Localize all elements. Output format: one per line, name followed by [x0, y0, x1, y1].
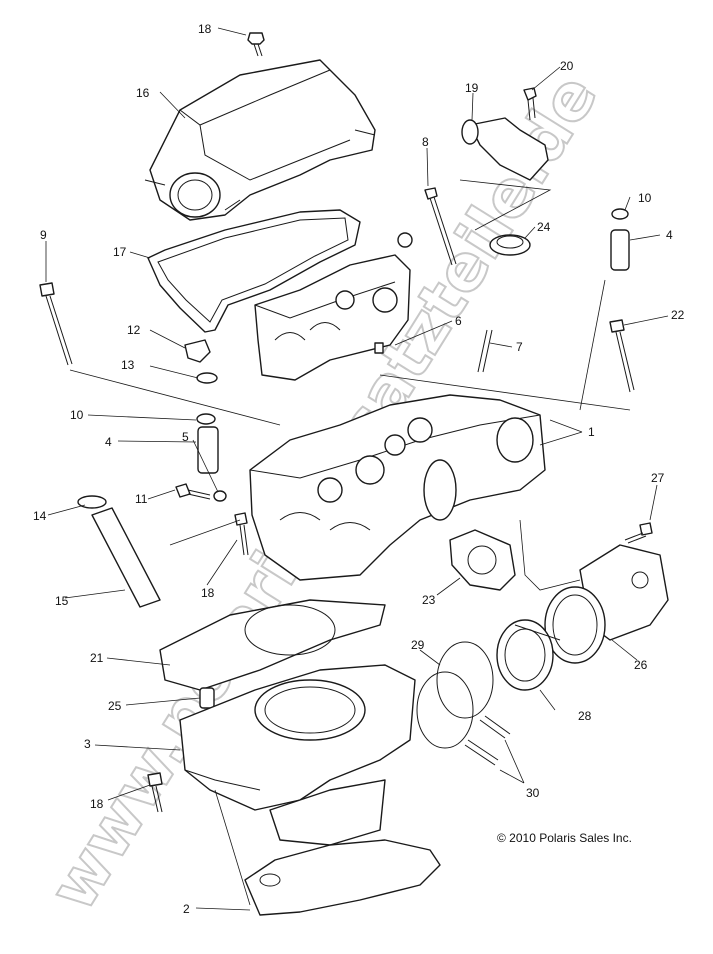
plug-12	[184, 339, 211, 363]
callout-29: 29	[411, 638, 425, 652]
adapter-28	[496, 619, 561, 691]
long-bolt-9	[39, 282, 73, 366]
valve-cover-gasket	[147, 209, 361, 333]
valve-guide-left	[196, 413, 219, 474]
callout-27: 27	[651, 471, 665, 485]
callout-15: 15	[55, 594, 69, 608]
cylinder-base-gasket-2	[244, 839, 441, 916]
valve-cover	[144, 59, 376, 221]
callout-13: 13	[121, 358, 135, 372]
bolt-11	[175, 483, 211, 500]
valve-guide-right	[610, 208, 630, 271]
callout-7: 7	[516, 340, 523, 354]
callout-4-right: 4	[666, 228, 673, 242]
callout-23: 23	[422, 593, 436, 607]
callout-11: 11	[135, 492, 148, 506]
callout-18: 18	[198, 22, 212, 36]
bolt-18-mid	[234, 512, 249, 556]
cylinder-3	[179, 664, 416, 846]
callout-18-mid: 18	[201, 586, 215, 600]
intake-boot-26	[544, 544, 669, 664]
seal	[489, 234, 531, 256]
callout-12: 12	[127, 323, 141, 337]
o-ring-14	[77, 495, 107, 509]
cylinder-head	[249, 394, 546, 581]
callout-labels: 18 16 19 20 8 10 4 24 9 17 22 12 6 7 13 …	[33, 22, 685, 916]
copyright-text: © 2010 Polaris Sales Inc.	[497, 831, 632, 845]
callout-16: 16	[136, 86, 150, 100]
callout-18-bottom: 18	[90, 797, 104, 811]
tube-15	[91, 507, 161, 608]
callout-26: 26	[634, 658, 648, 672]
bolt-27	[624, 522, 653, 544]
callout-9: 9	[40, 228, 47, 242]
callout-5: 5	[182, 430, 189, 444]
callout-22: 22	[671, 308, 685, 322]
callout-4-left: 4	[105, 435, 112, 449]
callout-28: 28	[578, 709, 592, 723]
callout-17: 17	[113, 245, 127, 259]
callout-14: 14	[33, 509, 47, 523]
callout-10-left: 10	[70, 408, 84, 422]
dowel-25	[199, 687, 215, 709]
screws-30	[464, 715, 511, 766]
leader-lines	[45, 27, 669, 911]
callout-30: 30	[526, 786, 540, 800]
long-bolt-22	[609, 319, 635, 393]
callout-19: 19	[465, 81, 479, 95]
bolt-18-bottom	[147, 772, 163, 813]
callout-10-right: 10	[638, 191, 652, 205]
callout-3: 3	[84, 737, 91, 751]
bolt-top	[247, 32, 265, 57]
washer-5	[213, 490, 227, 502]
intake-gasket-23	[449, 529, 516, 591]
callout-6: 6	[455, 314, 462, 328]
callout-20: 20	[560, 59, 574, 73]
callout-25: 25	[108, 699, 122, 713]
cylinder-base-gasket-21	[159, 599, 386, 691]
callout-1: 1	[588, 425, 595, 439]
cam-carrier	[254, 232, 413, 381]
o-ring-13	[196, 372, 218, 384]
callout-8: 8	[422, 135, 429, 149]
callout-24: 24	[537, 220, 551, 234]
callout-2: 2	[183, 902, 190, 916]
long-bolt-8	[424, 187, 457, 266]
clamps-29	[416, 641, 494, 749]
callout-21: 21	[90, 651, 104, 665]
thermostat-housing	[461, 87, 549, 181]
stud-7	[477, 329, 493, 373]
